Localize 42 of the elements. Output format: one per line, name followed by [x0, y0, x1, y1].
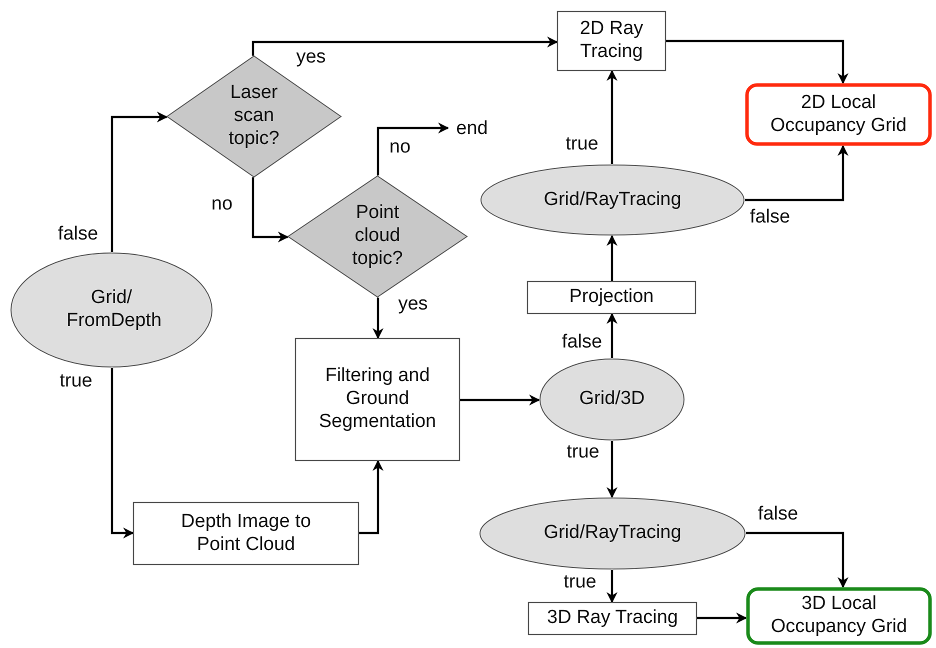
arrow: [606, 312, 618, 358]
arrow: [666, 40, 848, 84]
arrow: [606, 441, 618, 498]
arrow: [606, 70, 618, 164]
node-text: end: [456, 118, 488, 140]
node-text: Grid/RayTracing: [544, 188, 682, 212]
arrow: [746, 532, 848, 588]
arrow: [745, 144, 848, 202]
arrow: [252, 36, 558, 56]
arrow: [110, 112, 168, 252]
node-text: 2D Local Occupancy Grid: [769, 92, 908, 138]
node-text: Filtering and Ground Segmentation: [318, 365, 438, 434]
arrow: [110, 368, 134, 538]
decision-ellipse: [480, 164, 745, 236]
node-text: Projection: [569, 286, 654, 309]
arrow: [606, 570, 618, 604]
arrow: [697, 612, 748, 624]
arrow: [359, 460, 384, 534]
decision-ellipse: [479, 497, 746, 570]
arrow: [372, 298, 384, 340]
output-box: [746, 587, 932, 645]
arrow: [376, 122, 450, 176]
node-text: 2D Ray Tracing: [578, 18, 644, 64]
process-box: [557, 11, 666, 71]
output-box: [745, 83, 932, 146]
process-box: [528, 602, 697, 635]
node-text: Point cloud topic?: [351, 202, 404, 271]
arrow: [252, 177, 289, 242]
arrow: [460, 394, 540, 406]
node-text: 3D Ray Tracing: [547, 607, 678, 630]
node-text: 3D Local Occupancy Grid: [770, 593, 908, 639]
process-box: [133, 502, 359, 565]
node-text: Depth Image to Point Cloud: [180, 510, 312, 556]
node-text: Grid/3D: [579, 388, 645, 411]
decision-ellipse: [10, 252, 213, 368]
decision-diamond: [287, 175, 468, 298]
process-box: [295, 338, 460, 461]
process-box: [527, 281, 696, 314]
decision-ellipse: [539, 358, 685, 441]
node-text: Laser scan topic?: [228, 82, 280, 151]
node-text: Grid/RayTracing: [544, 522, 682, 545]
arrow: [606, 234, 618, 281]
